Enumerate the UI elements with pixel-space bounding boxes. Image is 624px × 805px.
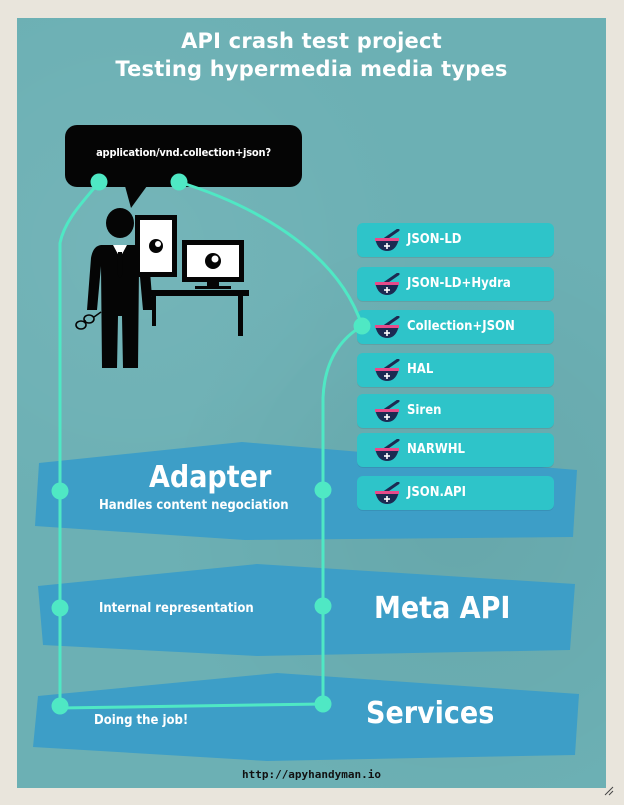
flow-node-services-left (51, 697, 69, 715)
media-type-label: JSON-LD+Hydra (407, 276, 511, 291)
services-band (33, 673, 579, 761)
flow-line-outer (58, 181, 363, 710)
flow-node-meta-left (51, 599, 69, 617)
flow-node-services-right (314, 695, 332, 713)
flow-node-adapter-right (314, 481, 332, 499)
media-type-narwhl[interactable]: NARWHL (357, 433, 554, 467)
title-line-2: Testing hypermedia media types (115, 57, 508, 81)
flow-node-bubble-left (90, 173, 108, 191)
media-type-collection-json[interactable]: Collection+JSON (357, 310, 554, 344)
mortar-pestle-icon (373, 399, 401, 424)
media-type-json-ld-hydra[interactable]: JSON-LD+Hydra (357, 267, 554, 301)
media-type-label: JSON.API (407, 485, 466, 500)
mortar-pestle-icon (373, 315, 401, 340)
flow-node-bubble-right (170, 173, 188, 191)
flow-node-adapter-left (51, 482, 69, 500)
bubble-tail (125, 186, 147, 208)
glasses-icon (75, 311, 102, 330)
media-type-json-api[interactable]: JSON.API (357, 476, 554, 510)
meta-api-band (38, 564, 575, 656)
resize-grip-icon[interactable] (604, 786, 614, 796)
mortar-pestle-icon (373, 272, 401, 297)
flow-node-collection (353, 317, 371, 335)
flow-line-inner (178, 180, 364, 327)
footer-url[interactable]: http://apyhandyman.io (241, 768, 382, 781)
flow-lines (51, 173, 371, 715)
media-type-label: Siren (407, 403, 442, 418)
mortar-pestle-icon (373, 228, 401, 253)
media-type-label: Collection+JSON (407, 319, 515, 334)
adapter-title: Adapter (149, 460, 272, 495)
media-type-json-ld[interactable]: JSON-LD (357, 223, 554, 257)
meta-api-subtitle: Internal representation (99, 601, 254, 616)
title-line-1: API crash test project (181, 29, 442, 53)
services-title: Services (366, 696, 495, 731)
poster: API crash test project Testing hypermedi… (17, 18, 606, 788)
mortar-pestle-icon (373, 481, 401, 506)
media-type-label: HAL (407, 362, 434, 377)
bubble-text: application/vnd.collection+json? (96, 146, 271, 159)
media-type-label: NARWHL (407, 442, 465, 457)
mortar-pestle-icon (373, 358, 401, 383)
mortar-pestle-icon (373, 438, 401, 463)
meta-api-title: Meta API (374, 591, 511, 626)
adapter-subtitle: Handles content negociation (99, 498, 289, 513)
media-type-label: JSON-LD (407, 232, 462, 247)
services-subtitle: Doing the job! (94, 713, 189, 728)
person-at-computer-icon (87, 208, 249, 368)
flow-node-meta-right (314, 597, 332, 615)
media-type-siren[interactable]: Siren (357, 394, 554, 428)
media-type-hal[interactable]: HAL (357, 353, 554, 387)
